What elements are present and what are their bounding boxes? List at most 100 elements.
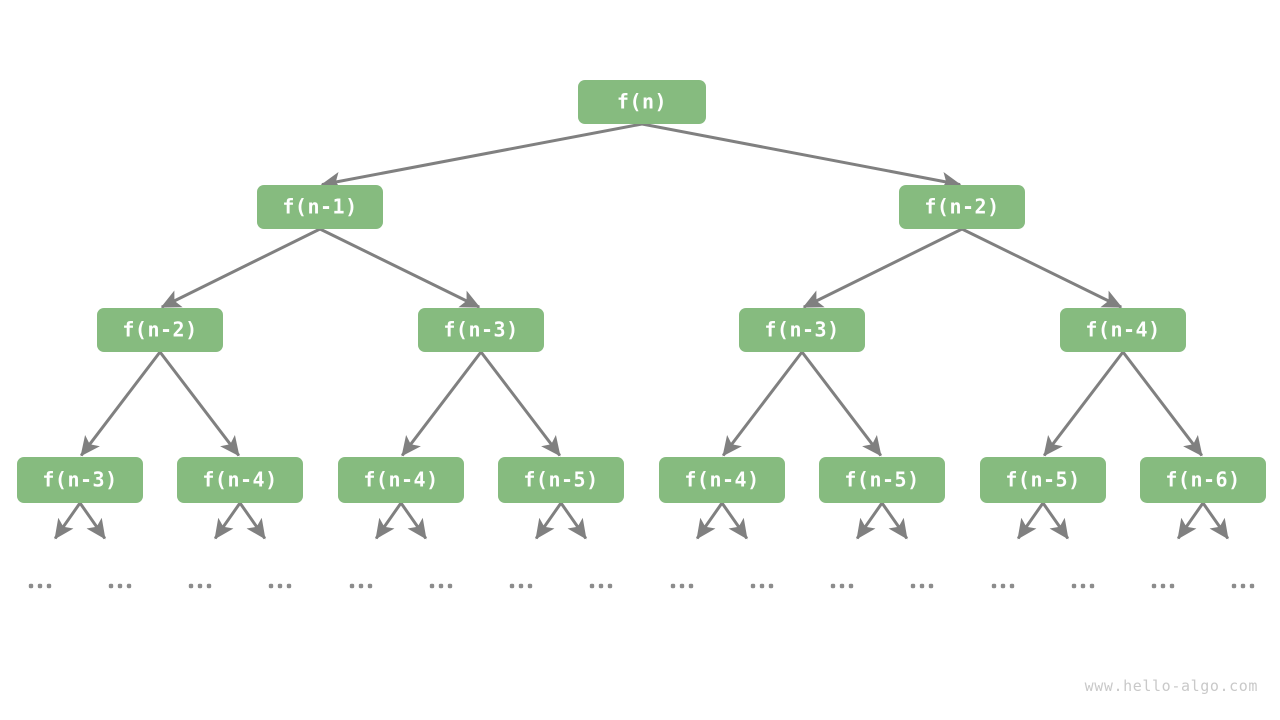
leaf-stub-edges-layer (53, 502, 1230, 540)
tree-node-box (1060, 308, 1186, 352)
tree-node-label: f(n-5) (523, 468, 598, 492)
tree-node-box (418, 308, 544, 352)
ellipsis-dot (277, 583, 283, 589)
ellipsis-dot (206, 583, 212, 589)
ellipsis-row (28, 583, 1255, 589)
edges-layer (80, 122, 1203, 457)
tree-node-box (338, 457, 464, 503)
tree-node-box (659, 457, 785, 503)
ellipsis-dot (991, 583, 997, 589)
tree-edge (479, 351, 561, 457)
tree-node[interactable]: f(n-5) (980, 457, 1106, 503)
tree-node[interactable]: f(n-2) (899, 185, 1025, 229)
tree-edge (158, 351, 240, 457)
tree-node-label: f(n-5) (1005, 468, 1080, 492)
tree-edge-stub (1016, 502, 1045, 540)
tree-node-label: f(n-6) (1165, 468, 1240, 492)
ellipsis-dot (1240, 583, 1246, 589)
ellipsis-dot (1160, 583, 1166, 589)
ellipsis-marker (830, 583, 854, 589)
tree-edge (641, 122, 962, 191)
ellipsis-dot (839, 583, 845, 589)
ellipsis-dot (518, 583, 524, 589)
tree-node-label: f(n-2) (122, 318, 197, 342)
ellipsis-marker (750, 583, 774, 589)
tree-node[interactable]: f(n-2) (97, 308, 223, 352)
tree-edge-stub (534, 502, 563, 540)
ellipsis-dot (108, 583, 114, 589)
tree-node[interactable]: f(n-1) (257, 185, 383, 229)
tree-node-box (498, 457, 624, 503)
ellipsis-dot (598, 583, 604, 589)
tree-node[interactable]: f(n-4) (1060, 308, 1186, 352)
ellipsis-marker (108, 583, 132, 589)
tree-node[interactable]: f(n-3) (739, 308, 865, 352)
tree-node[interactable]: f(n-4) (177, 457, 303, 503)
tree-edge (722, 351, 804, 457)
ellipsis-dot (607, 583, 613, 589)
ellipsis-marker (349, 583, 373, 589)
ellipsis-dot (126, 583, 132, 589)
ellipsis-dot (37, 583, 43, 589)
tree-node[interactable]: f(n-3) (17, 457, 143, 503)
tree-node-label: f(n-3) (764, 318, 839, 342)
tree-node[interactable]: f(n-4) (659, 457, 785, 503)
tree-node[interactable]: f(n-6) (1140, 457, 1266, 503)
ellipsis-dot (429, 583, 435, 589)
tree-edge (1121, 351, 1203, 457)
tree-edge (1043, 351, 1125, 457)
ellipsis-dot (349, 583, 355, 589)
ellipsis-dot (589, 583, 595, 589)
tree-edge-stub (559, 502, 588, 540)
tree-node-box (899, 185, 1025, 229)
ellipsis-dot (358, 583, 364, 589)
tree-node[interactable]: f(n-5) (819, 457, 945, 503)
ellipsis-dot (688, 583, 694, 589)
ellipsis-marker (268, 583, 292, 589)
tree-node-box (177, 457, 303, 503)
ellipsis-dot (1009, 583, 1015, 589)
ellipsis-dot (1080, 583, 1086, 589)
ellipsis-dot (679, 583, 685, 589)
ellipsis-dot (750, 583, 756, 589)
tree-edge-stub (1176, 502, 1205, 540)
ellipsis-marker (188, 583, 212, 589)
ellipsis-dot (28, 583, 34, 589)
tree-node-label: f(n-3) (42, 468, 117, 492)
ellipsis-marker (1231, 583, 1255, 589)
ellipsis-dot (1231, 583, 1237, 589)
tree-edge-stub (880, 502, 909, 540)
tree-node-box (739, 308, 865, 352)
ellipsis-dot (910, 583, 916, 589)
ellipsis-dot (848, 583, 854, 589)
ellipsis-dot (1071, 583, 1077, 589)
ellipsis-marker (991, 583, 1015, 589)
tree-node-label: f(n-4) (202, 468, 277, 492)
tree-edge (160, 227, 321, 309)
ellipsis-marker (429, 583, 453, 589)
tree-node-label: f(n-4) (1085, 318, 1160, 342)
tree-node-box (578, 80, 706, 124)
ellipsis-marker (1151, 583, 1175, 589)
tree-edge (319, 227, 481, 309)
tree-node-label: f(n-1) (282, 195, 357, 219)
tree-node-box (17, 457, 143, 503)
ellipsis-dot (527, 583, 533, 589)
ellipsis-dot (367, 583, 373, 589)
ellipsis-marker (28, 583, 52, 589)
ellipsis-dot (197, 583, 203, 589)
tree-edge-stub (720, 502, 749, 540)
tree-node-label: f(n-4) (363, 468, 438, 492)
tree-node[interactable]: f(n-5) (498, 457, 624, 503)
tree-edge-stub (695, 502, 724, 540)
tree-edge (80, 351, 162, 457)
tree-node-label: f(n-4) (684, 468, 759, 492)
ellipsis-marker (589, 583, 613, 589)
tree-node[interactable]: f(n) (578, 80, 706, 124)
tree-node[interactable]: f(n-4) (338, 457, 464, 503)
ellipsis-dot (919, 583, 925, 589)
ellipsis-dot (438, 583, 444, 589)
ellipsis-dot (1000, 583, 1006, 589)
ellipsis-dot (1151, 583, 1157, 589)
tree-node[interactable]: f(n-3) (418, 308, 544, 352)
